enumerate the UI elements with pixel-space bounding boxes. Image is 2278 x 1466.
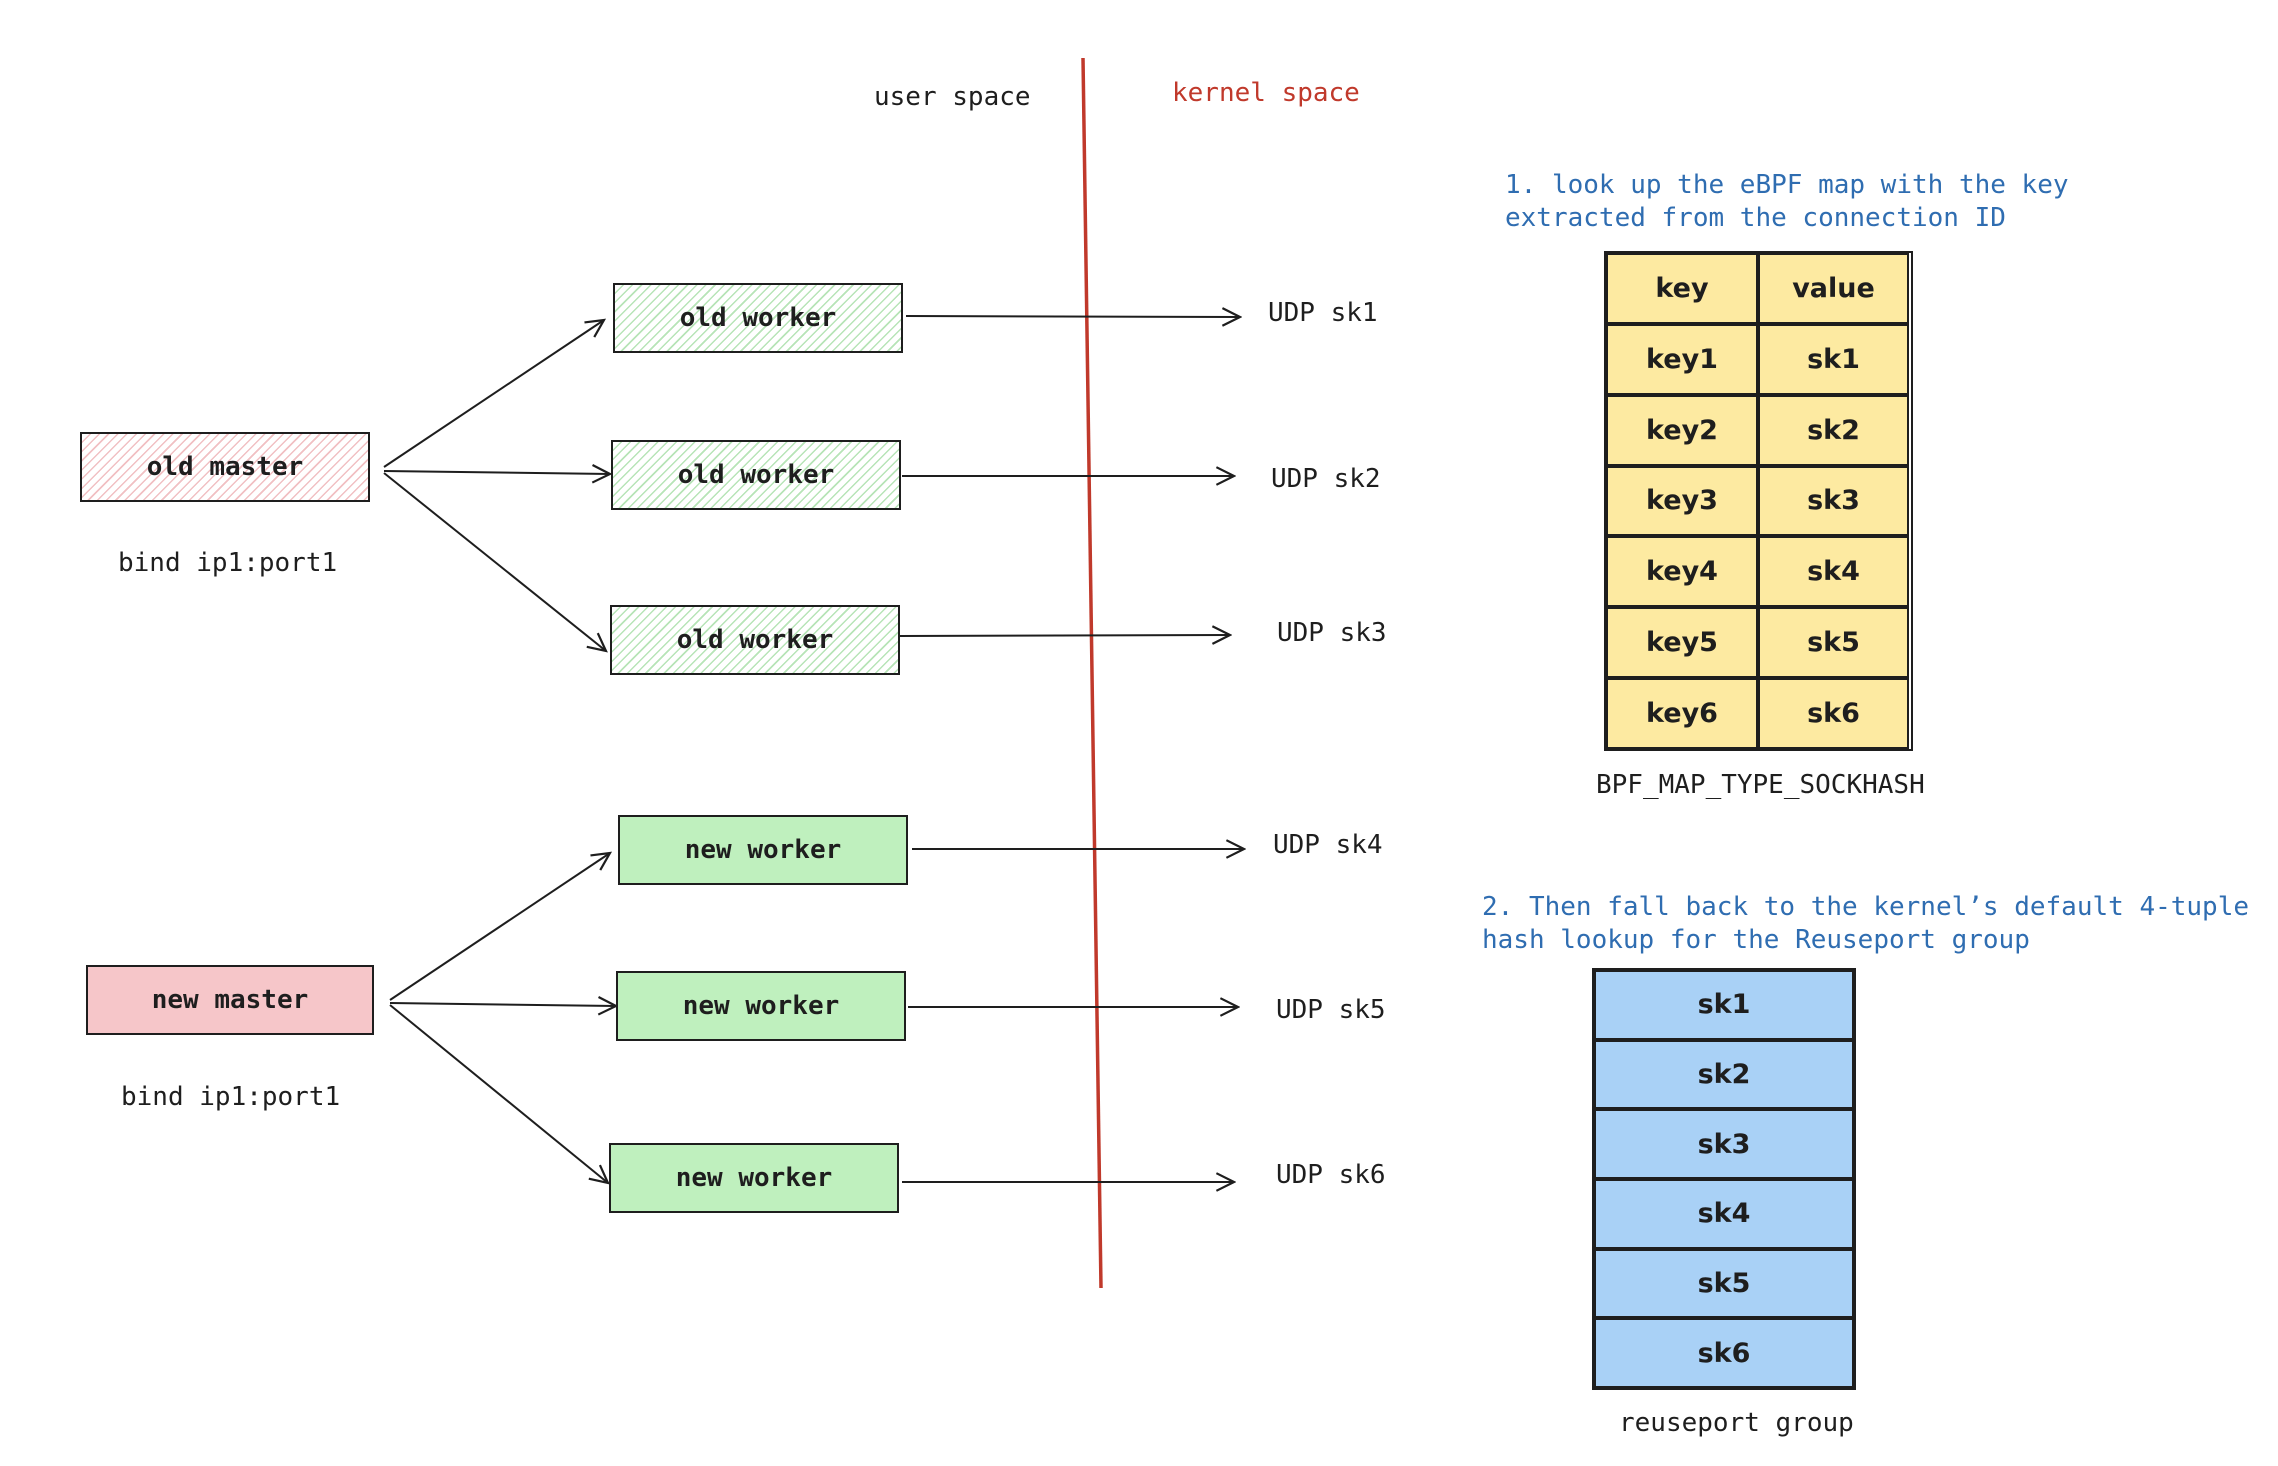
sockhash-caption: BPF_MAP_TYPE_SOCKHASH bbox=[1596, 770, 1925, 800]
reuseport-socket-1: sk1 bbox=[1594, 970, 1854, 1040]
sockhash-header-key: key bbox=[1606, 253, 1758, 324]
sockhash-header-value: value bbox=[1758, 253, 1909, 324]
sockhash-key-2: key2 bbox=[1606, 394, 1758, 466]
sockhash-key-3: key3 bbox=[1606, 465, 1758, 537]
arrow-old-master-worker-1 bbox=[383, 320, 604, 468]
old-master-label: old master bbox=[146, 452, 304, 482]
arrow-worker-sk1 bbox=[905, 316, 1240, 317]
new-worker-2-label: new worker bbox=[682, 991, 840, 1021]
sockhash-table: key value key1 sk1 key2 sk2 key3 sk3 key… bbox=[1604, 251, 1913, 751]
arrow-old-master-worker-2 bbox=[383, 471, 610, 474]
kernel-space-label: kernel space bbox=[1172, 78, 1360, 108]
sockhash-key-4: key4 bbox=[1606, 536, 1758, 608]
sockhash-value-6: sk6 bbox=[1758, 678, 1909, 749]
old-worker-1-label: old worker bbox=[679, 303, 837, 333]
old-master-bind: bind ip1:port1 bbox=[118, 548, 338, 578]
old-worker-1: old worker bbox=[613, 283, 903, 353]
arrow-new-master-worker-2 bbox=[389, 1003, 616, 1006]
sockhash-value-5: sk5 bbox=[1758, 607, 1909, 679]
note-1-line-2: extracted from the connection ID bbox=[1505, 203, 2006, 233]
arrow-new-master-worker-1 bbox=[389, 853, 610, 1001]
new-worker-2: new worker bbox=[616, 971, 906, 1041]
udp-socket-4: UDP sk4 bbox=[1273, 830, 1383, 860]
sockhash-key-5: key5 bbox=[1606, 607, 1758, 679]
old-worker-3-label: old worker bbox=[676, 625, 834, 655]
udp-socket-1: UDP sk1 bbox=[1268, 298, 1378, 328]
reuseport-socket-3: sk3 bbox=[1594, 1109, 1854, 1179]
arrow-old-master-worker-3 bbox=[383, 472, 606, 651]
reuseport-socket-6: sk6 bbox=[1594, 1318, 1854, 1388]
note-2-line-2: hash lookup for the Reuseport group bbox=[1482, 925, 2030, 955]
sockhash-value-1: sk1 bbox=[1758, 323, 1909, 395]
arrow-new-master-worker-3 bbox=[389, 1004, 608, 1183]
new-master-label: new master bbox=[151, 985, 309, 1015]
arrow-worker-sk3 bbox=[899, 635, 1230, 636]
udp-socket-6: UDP sk6 bbox=[1276, 1160, 1386, 1190]
user-space-label: user space bbox=[874, 82, 1031, 112]
new-worker-1-label: new worker bbox=[684, 835, 842, 865]
new-master-bind: bind ip1:port1 bbox=[121, 1082, 341, 1112]
old-worker-3: old worker bbox=[610, 605, 900, 675]
udp-socket-3: UDP sk3 bbox=[1277, 618, 1387, 648]
reuseport-socket-2: sk2 bbox=[1594, 1039, 1854, 1110]
udp-socket-5: UDP sk5 bbox=[1276, 995, 1386, 1025]
sockhash-value-4: sk4 bbox=[1758, 536, 1909, 608]
sockhash-key-1: key1 bbox=[1606, 323, 1758, 395]
sockhash-value-3: sk3 bbox=[1758, 465, 1909, 537]
note-1-line-1: 1. look up the eBPF map with the key bbox=[1505, 170, 2069, 200]
user-kernel-divider bbox=[1081, 57, 1103, 1289]
new-master-box: new master bbox=[86, 965, 374, 1035]
reuseport-caption: reuseport group bbox=[1619, 1408, 1854, 1438]
note-2-line-1: 2. Then fall back to the kernel’s defaul… bbox=[1482, 892, 2250, 922]
udp-socket-2: UDP sk2 bbox=[1271, 464, 1381, 494]
old-worker-2: old worker bbox=[611, 440, 901, 510]
reuseport-group-stack: sk1 sk2 sk3 sk4 sk5 sk6 bbox=[1592, 968, 1856, 1390]
new-worker-1: new worker bbox=[618, 815, 908, 885]
new-worker-3-label: new worker bbox=[675, 1163, 833, 1193]
old-master-box: old master bbox=[80, 432, 370, 502]
reuseport-socket-5: sk5 bbox=[1594, 1248, 1854, 1319]
new-worker-3: new worker bbox=[609, 1143, 899, 1213]
sockhash-key-6: key6 bbox=[1606, 678, 1758, 749]
old-worker-2-label: old worker bbox=[677, 460, 835, 490]
reuseport-socket-4: sk4 bbox=[1594, 1178, 1854, 1249]
sockhash-value-2: sk2 bbox=[1758, 394, 1909, 466]
